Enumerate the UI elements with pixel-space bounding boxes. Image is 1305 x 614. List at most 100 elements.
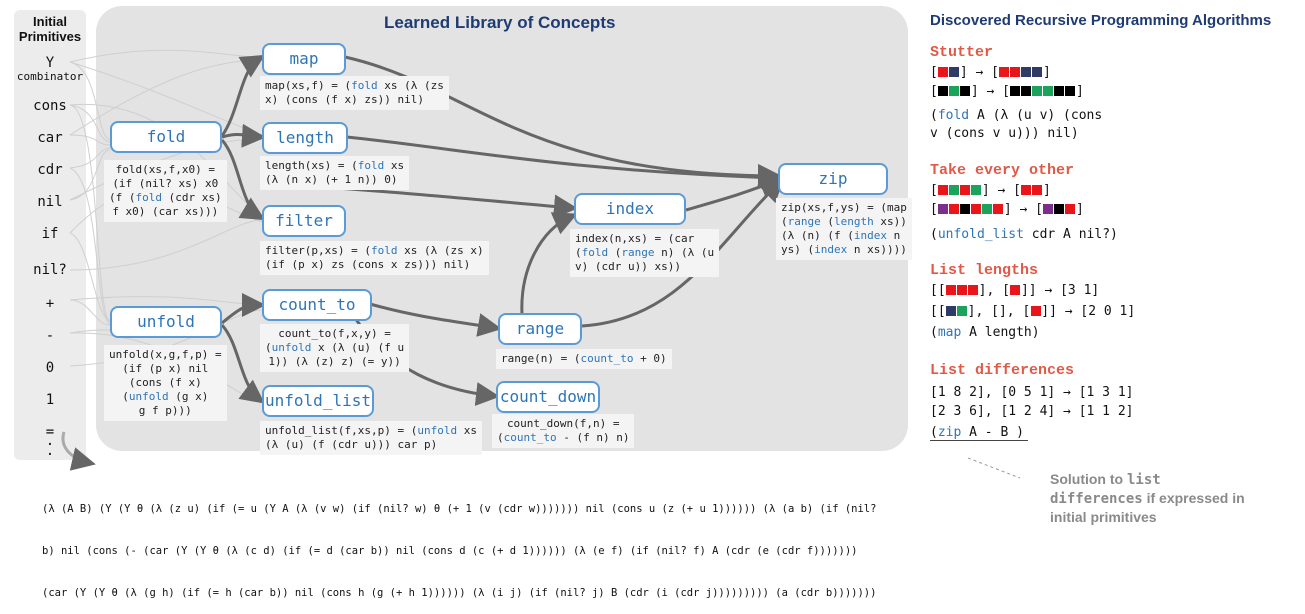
black-square xyxy=(1054,204,1065,214)
red-square xyxy=(1030,306,1041,316)
primitive-zero: 0 xyxy=(45,360,55,376)
purple-square xyxy=(1043,204,1054,214)
concept-length[interactable]: length xyxy=(262,122,348,154)
concept-unfold-list[interactable]: unfold_list xyxy=(262,385,374,417)
concept-count-down[interactable]: count_down xyxy=(496,381,600,413)
solution-caption: Solution to list differences if expresse… xyxy=(1050,471,1245,525)
concept-zip[interactable]: zip xyxy=(778,163,888,195)
red-square xyxy=(1010,285,1021,295)
primitive-y: Y xyxy=(45,55,55,71)
red-square xyxy=(999,67,1010,77)
example-row: [] → [] xyxy=(930,84,1084,99)
primitive-if: if xyxy=(41,226,59,242)
definition-fold: fold(xs,f,x0) =(if (nil? xs) x0(f (fold … xyxy=(104,160,227,222)
primitive-nil: nil xyxy=(37,194,63,210)
red-square xyxy=(1010,67,1021,77)
solution-arrow xyxy=(61,431,96,471)
black-square xyxy=(1021,86,1032,96)
green-square xyxy=(971,185,982,195)
example-row: [] → [] xyxy=(930,183,1051,198)
concept-edges xyxy=(61,49,1021,479)
red-square xyxy=(946,285,957,295)
concept-range[interactable]: range xyxy=(498,313,582,345)
red-square xyxy=(957,285,968,295)
algorithm-stutter: Stutter [] → [] [] → [] (fold A (λ (u v)… xyxy=(930,44,1290,143)
black-square xyxy=(938,86,949,96)
primitive-cons: cons xyxy=(33,98,67,114)
green-square xyxy=(1043,86,1054,96)
green-square xyxy=(957,306,968,316)
navy-square xyxy=(1032,67,1043,77)
red-square xyxy=(1021,185,1032,195)
concept-map[interactable]: map xyxy=(262,43,346,75)
red-square xyxy=(971,204,982,214)
algorithm-list-differences: List differences [1 8 2], [0 5 1] → [1 3… xyxy=(930,362,1290,441)
primitive-ellipsis-2: · xyxy=(45,447,55,463)
algorithm-title: List differences xyxy=(930,362,1075,379)
algorithm-title: List lengths xyxy=(930,262,1039,279)
algorithm-code: (zip A - B ) xyxy=(930,425,1028,441)
primitive-one: 1 xyxy=(45,392,55,408)
example-row: [] → [] xyxy=(930,65,1051,80)
green-square xyxy=(949,185,960,195)
concept-index[interactable]: index xyxy=(574,193,686,225)
navy-square xyxy=(946,306,957,316)
red-square xyxy=(949,204,960,214)
definition-count-down: count_down(f,n) =(count_to - (f n) n) xyxy=(492,414,635,448)
algorithm-take-every-other: Take every other [] → [] [] → [] (unfold… xyxy=(930,162,1290,242)
black-square xyxy=(960,86,971,96)
green-square xyxy=(949,86,960,96)
navy-square xyxy=(949,67,960,77)
primitive-minus: - xyxy=(45,328,55,344)
red-square xyxy=(938,185,949,195)
black-square xyxy=(1065,86,1076,96)
example-row: [] → [] xyxy=(930,202,1084,217)
green-square xyxy=(982,204,993,214)
library-title: Learned Library of Concepts xyxy=(384,13,616,32)
algorithm-title: Stutter xyxy=(930,44,994,61)
definition-range: range(n) = (count_to + 0) xyxy=(496,349,672,369)
primitive-ellipsis-1: · xyxy=(45,437,55,453)
example-row: [[], []] → [3 1] xyxy=(930,283,1100,298)
black-square xyxy=(1054,86,1065,96)
concept-count-to[interactable]: count_to xyxy=(262,289,372,321)
definition-filter: filter(p,xs) = (fold xs (λ (zs x)(if (p … xyxy=(260,241,489,275)
red-square xyxy=(968,285,979,295)
solution-code: (λ (A B) (Y (Y θ (λ (z u) (if (= u (Y A … xyxy=(42,503,877,599)
algorithm-list-lengths: List lengths [[], []] → [3 1] [[], [], [… xyxy=(930,262,1290,340)
definition-length: length(xs) = (fold xs(λ (n x) (+ 1 n)) 0… xyxy=(260,156,410,190)
solution-dashed-link xyxy=(967,457,1021,479)
algorithm-code: (map A length) xyxy=(930,325,1040,340)
concept-fold[interactable]: fold xyxy=(110,121,222,153)
navy-square xyxy=(1021,67,1032,77)
primitive-equals: = xyxy=(45,424,55,440)
definition-zip: zip(xs,f,ys) = (map(range (length xs))(λ… xyxy=(776,198,912,260)
example-row: [[], [], []] → [2 0 1] xyxy=(930,304,1136,319)
example-row: [2 3 6], [1 2 4] → [1 1 2] xyxy=(930,404,1134,419)
definition-unfold-list: unfold_list(f,xs,p) = (unfold xs(λ (u) (… xyxy=(260,421,482,455)
algorithms-title: Discovered Recursive Programming Algorit… xyxy=(930,12,1272,29)
primitive-car: car xyxy=(37,130,63,146)
primitive-plus: + xyxy=(45,296,55,312)
green-square xyxy=(1032,86,1043,96)
primitive-cdr: cdr xyxy=(37,162,63,178)
primitive-combinator: combinator xyxy=(16,70,84,83)
algorithm-code: (unfold_list cdr A nil?) xyxy=(930,227,1118,242)
red-square xyxy=(960,185,971,195)
concept-filter[interactable]: filter xyxy=(262,205,346,237)
example-row: [1 8 2], [0 5 1] → [1 3 1] xyxy=(930,385,1134,400)
black-square xyxy=(1010,86,1021,96)
library-edges xyxy=(220,54,785,406)
red-square xyxy=(1032,185,1043,195)
red-square xyxy=(1065,204,1076,214)
red-square xyxy=(938,67,949,77)
primitives-list: Y combinator cons car cdr nil if nil? + … xyxy=(14,55,86,463)
concept-unfold[interactable]: unfold xyxy=(110,306,222,338)
black-square xyxy=(960,204,971,214)
algorithm-title: Take every other xyxy=(930,162,1075,179)
